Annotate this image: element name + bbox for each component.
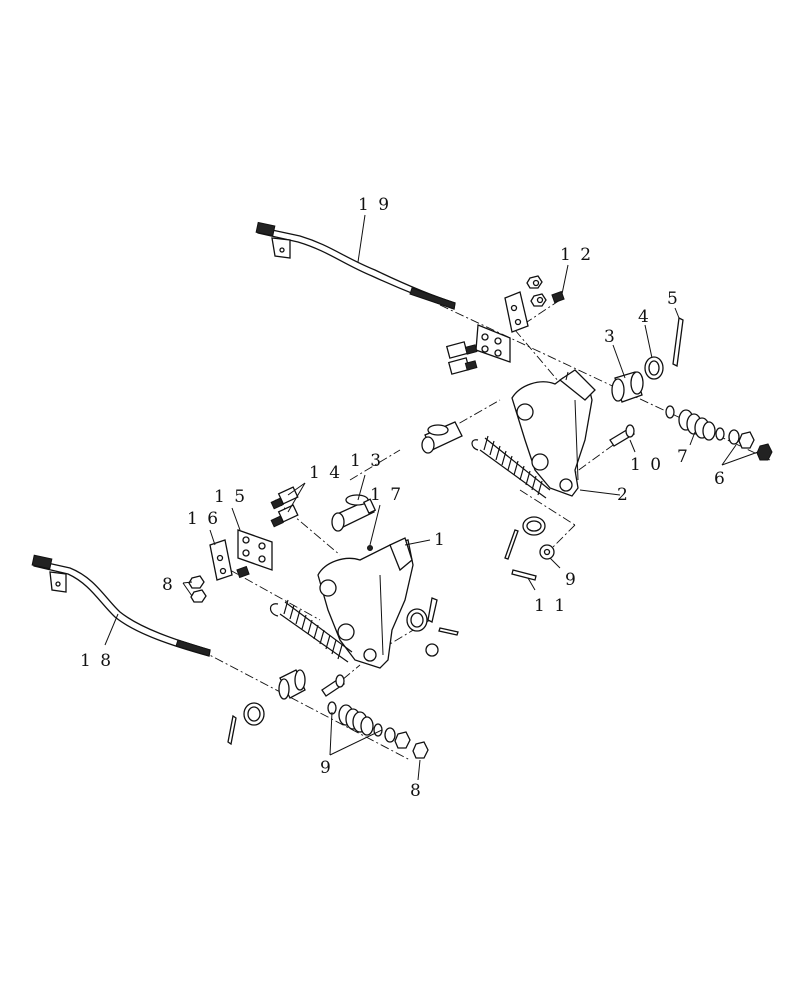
spring-7 [665, 405, 725, 441]
upper-bracket-plates [445, 275, 565, 375]
label-8-left: 8 [162, 575, 175, 595]
label-9-upper: 9 [565, 570, 578, 590]
label-10: 1 0 [630, 455, 663, 475]
label-14: 1 4 [309, 463, 342, 483]
upper-lever-2 [421, 369, 596, 499]
label-9-lower: 9 [320, 758, 333, 778]
label-8-lower: 8 [410, 781, 423, 801]
lower-right-hardware [227, 597, 459, 759]
label-1: 1 [434, 530, 447, 550]
label-18: 1 8 [80, 651, 113, 671]
lower-bracket-plates [188, 486, 299, 603]
label-4: 4 [638, 307, 651, 327]
lower-lever-1 [269, 537, 414, 669]
label-6: 6 [714, 469, 727, 489]
label-11: 1 1 [534, 596, 567, 616]
callout-labels: 1 9 1 2 5 4 3 1 0 7 6 2 1 9 1 1 1 3 1 4 … [80, 195, 727, 801]
spring-9 [327, 701, 383, 737]
lower-spring [269, 599, 353, 663]
leader-lines [104, 214, 759, 781]
label-16: 1 6 [187, 509, 220, 529]
label-3: 3 [604, 327, 617, 347]
label-2: 2 [617, 485, 630, 505]
label-19: 1 9 [358, 195, 391, 215]
label-7: 7 [677, 447, 690, 467]
rod-18 [31, 554, 211, 657]
pin-13 [331, 494, 377, 551]
label-13: 1 3 [350, 451, 383, 471]
label-17: 1 7 [370, 485, 403, 505]
label-15: 1 5 [214, 487, 247, 507]
label-12: 1 2 [560, 245, 593, 265]
label-5: 5 [667, 289, 680, 309]
upper-right-hardware [504, 317, 773, 581]
rod-19 [255, 221, 456, 310]
upper-spring [471, 435, 551, 499]
